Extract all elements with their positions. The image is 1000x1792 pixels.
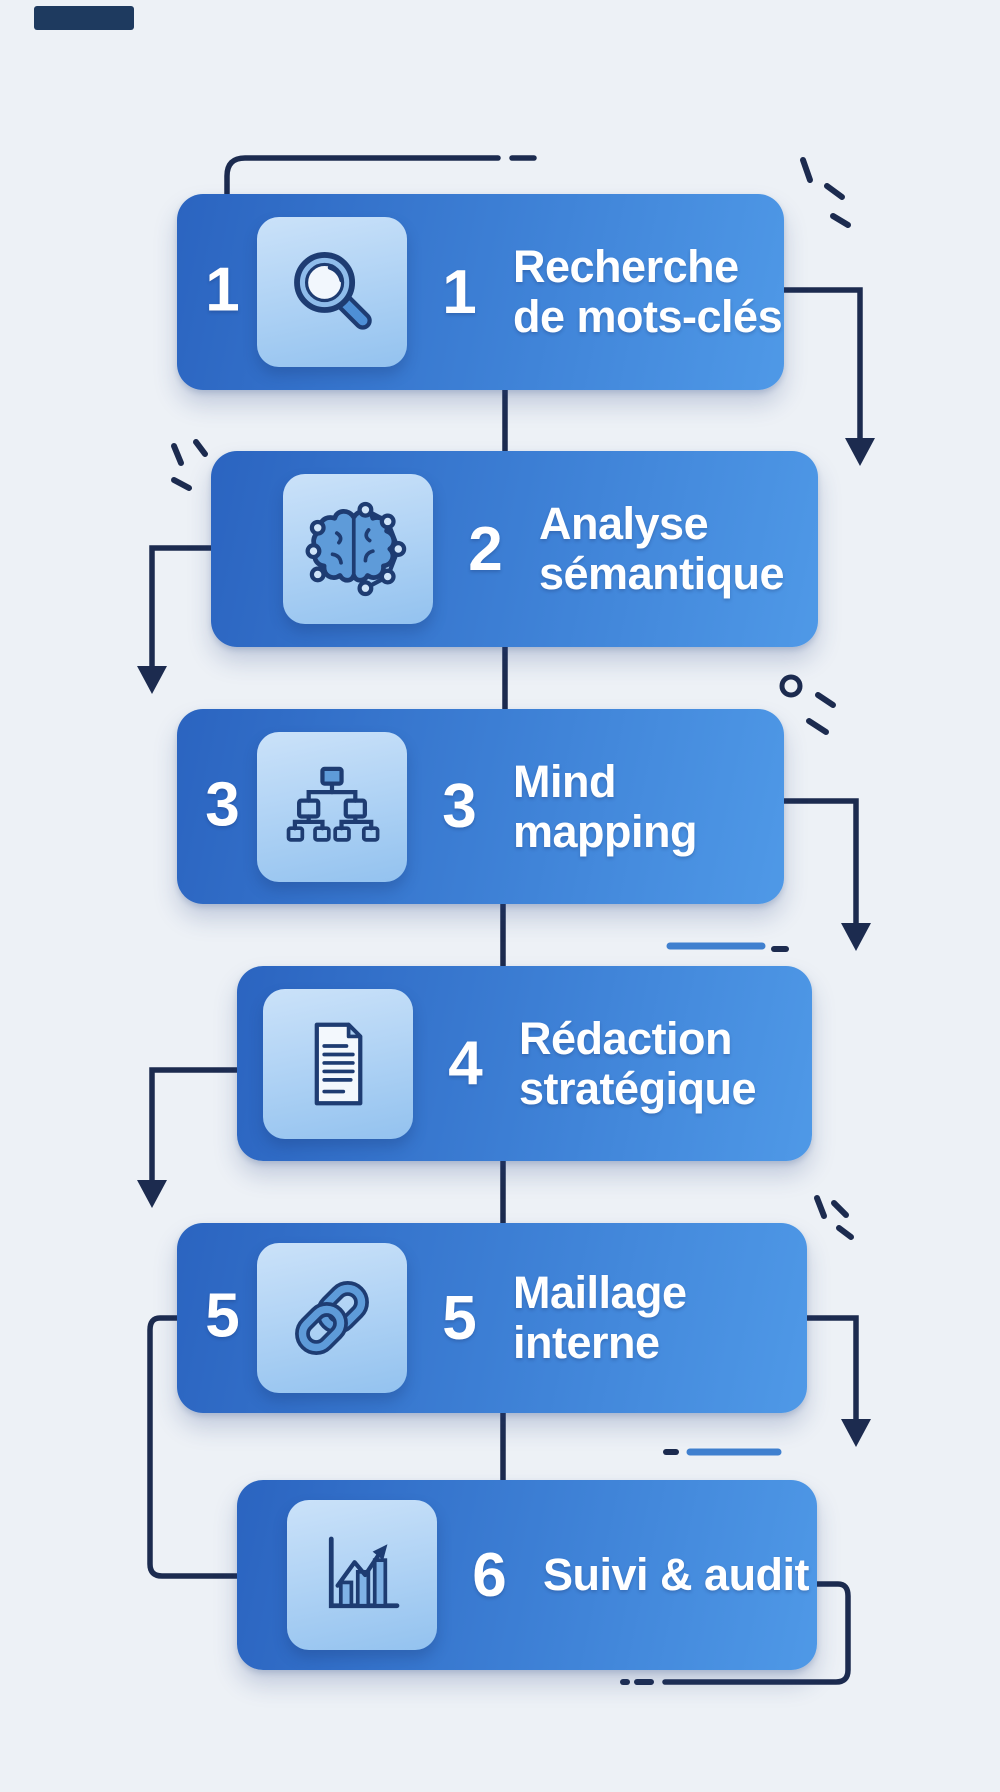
step-2-title: Analyse sémantique (539, 498, 785, 599)
sparkle-circle-icon (779, 674, 836, 735)
connector-top-hook (224, 155, 537, 201)
connector-tail-6 (620, 1581, 851, 1685)
step-card-2: 2 Analyse sémantique (211, 451, 818, 647)
step-1-title: Recherche de mots-clés (513, 241, 783, 342)
icon-tile (257, 731, 407, 882)
arrow-left-4-5 (137, 1067, 240, 1208)
step-5-number: 5 (442, 1283, 476, 1353)
top-left-mark (34, 6, 134, 30)
arrow-right-1-2 (781, 287, 875, 466)
dash-decor-above-4 (666, 942, 789, 952)
step-card-5: 5 5 Maillage interne (177, 1223, 807, 1413)
icon-tile (283, 474, 433, 624)
step-card-1: 1 1 Recherche de mots-clés (177, 194, 784, 390)
arrow-right-3-4 (781, 798, 871, 951)
step-5-title: Maillage interne (513, 1267, 687, 1368)
step-card-4: 4 Rédaction stratégique (237, 966, 812, 1161)
step-6-title: Suivi & audit (543, 1549, 810, 1600)
icon-tile (287, 1500, 437, 1650)
icon-tile (257, 217, 407, 367)
hierarchy-icon (286, 766, 380, 842)
brain-network-icon (305, 501, 407, 597)
document-icon (314, 1022, 363, 1105)
arrow-right-5-6 (804, 1315, 871, 1447)
sparkle-icon (171, 439, 208, 491)
arrow-left-2-3 (137, 545, 214, 694)
step-card-6: 6 Suivi & audit (237, 1480, 817, 1670)
bar-chart-icon (328, 1536, 400, 1609)
step-4-number: 4 (448, 1029, 482, 1098)
chain-link-icon (295, 1281, 369, 1355)
magnifier-icon (294, 251, 372, 330)
step-4-title: Rédaction stratégique (519, 1012, 757, 1114)
step-3-number: 3 (442, 772, 476, 841)
step-2-number: 2 (468, 514, 502, 584)
sparkle-icon (800, 157, 851, 228)
step-3-edge-number: 3 (205, 769, 239, 839)
step-3-title: Mind mapping (513, 755, 698, 857)
step-6-number: 6 (472, 1540, 506, 1610)
sparkle-icon (814, 1195, 854, 1240)
icon-tile (257, 1243, 407, 1393)
connector-left-5-6 (147, 1315, 240, 1579)
step-1-number: 1 (442, 257, 476, 327)
step-card-3: 3 3 Mind mapping (177, 709, 784, 904)
icon-tile (263, 988, 413, 1139)
step-1-edge-number: 1 (205, 255, 239, 325)
step-5-edge-number: 5 (205, 1281, 239, 1351)
